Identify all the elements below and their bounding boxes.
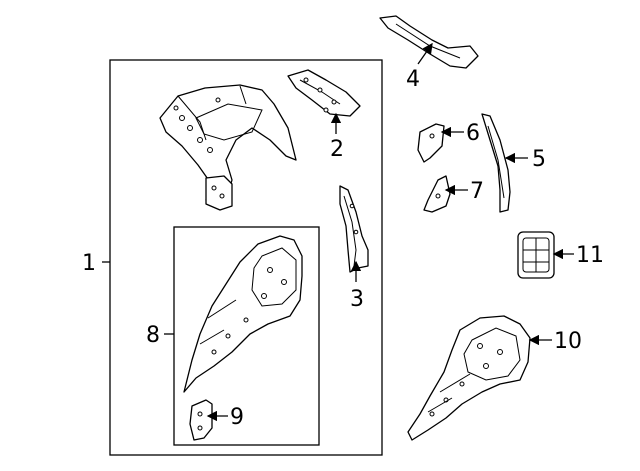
callout-5: 5	[532, 147, 546, 172]
callout-7: 7	[470, 179, 484, 204]
callout-4: 4	[406, 67, 420, 92]
part-gusset-6	[417, 123, 445, 163]
callout-11: 11	[576, 243, 604, 268]
part-gusset-7	[423, 175, 451, 213]
part-bracket-2	[287, 69, 361, 117]
part-upper-rail-4	[379, 15, 479, 69]
part-pillar-3	[339, 185, 369, 273]
callout-1: 1	[82, 251, 96, 276]
callout-labels: 1 2 3 4 5 6 7 8 9 10 11	[82, 67, 604, 430]
callout-3: 3	[350, 287, 364, 312]
callout-9: 9	[230, 405, 244, 430]
part-inner-quarter-8	[183, 235, 303, 393]
callout-10: 10	[554, 329, 582, 354]
part-bracket-9	[189, 399, 213, 441]
assembly-frame-1	[109, 59, 383, 456]
leader-lines	[102, 42, 574, 422]
part-strip-5	[481, 113, 511, 213]
callout-6: 6	[466, 121, 480, 146]
callout-8: 8	[146, 323, 160, 348]
callout-2: 2	[330, 137, 344, 162]
part-outer-wheelhouse-10	[407, 315, 531, 441]
subassembly-frame-8	[173, 226, 320, 446]
part-cover-11	[517, 231, 555, 279]
leader-4	[417, 42, 433, 65]
part-upper-wheelhouse-panel	[159, 84, 297, 211]
